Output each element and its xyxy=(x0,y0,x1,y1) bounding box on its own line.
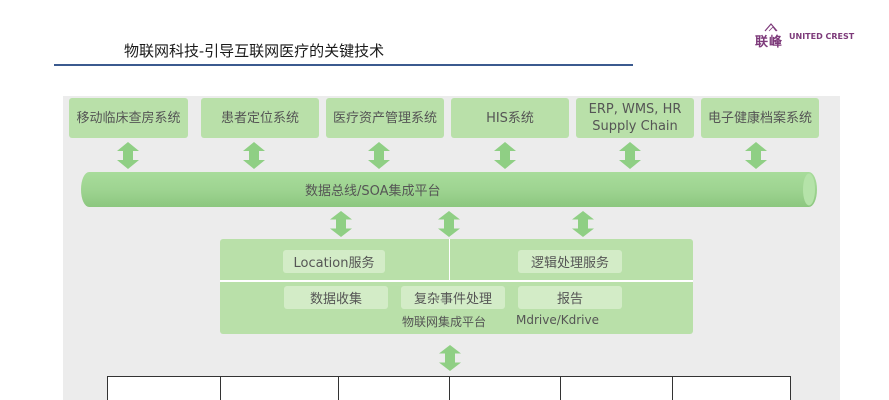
report-box: 报告 xyxy=(518,286,622,309)
double-arrow-icon xyxy=(438,211,460,237)
system-label: 移动临床查房系统 xyxy=(76,110,181,126)
platform-name-label: 物联网集成平台 xyxy=(402,315,487,329)
device-layer-cell xyxy=(221,377,339,400)
platform-driver-label: Mdrive/Kdrive xyxy=(516,313,600,327)
data-bus-label: 数据总线/SOA集成平台 xyxy=(305,184,441,199)
platform-divider-vertical xyxy=(449,239,450,280)
double-arrow-icon xyxy=(330,211,352,237)
system-box-erp: ERP, WMS, HR Supply Chain xyxy=(576,98,694,138)
system-label: 医疗资产管理系统 xyxy=(332,110,437,126)
location-service-box: Location服务 xyxy=(283,250,385,273)
company-logo: 联峰 UNITED CREST xyxy=(753,22,855,52)
logo-mountain-icon xyxy=(764,23,778,32)
double-arrow-icon xyxy=(368,142,390,169)
data-collection-box: 数据收集 xyxy=(284,286,388,309)
event-processing-box: 复杂事件处理 xyxy=(401,286,505,309)
device-layer-cell xyxy=(561,377,673,400)
data-bus-cylinder xyxy=(81,172,817,207)
system-box-his: HIS系统 xyxy=(451,98,569,138)
double-arrow-icon xyxy=(243,142,265,169)
system-box-asset-management: 医疗资产管理系统 xyxy=(326,98,444,138)
system-box-mobile-rounds: 移动临床查房系统 xyxy=(69,98,188,138)
double-arrow-icon xyxy=(494,142,516,169)
logo-chinese-text: 联峰 xyxy=(755,35,784,50)
double-arrow-icon xyxy=(572,211,594,237)
slide-title: 物联网科技-引导互联网医疗的关键技术 xyxy=(124,42,385,60)
system-box-ehr: 电子健康档案系统 xyxy=(701,98,819,138)
device-layer-cell xyxy=(108,377,221,400)
logic-service-box: 逻辑处理服务 xyxy=(518,250,622,273)
device-layer-cell xyxy=(673,377,790,400)
title-rule xyxy=(54,64,633,66)
double-arrow-icon xyxy=(117,142,139,169)
double-arrow-icon xyxy=(745,142,767,169)
double-arrow-icon xyxy=(439,345,461,371)
platform-divider-horizontal xyxy=(220,280,693,282)
double-arrow-icon xyxy=(619,142,641,169)
logo-english-text: UNITED CREST xyxy=(789,32,855,41)
device-layer-row xyxy=(107,376,791,400)
system-label: 电子健康档案系统 xyxy=(707,110,812,126)
system-label: ERP, WMS, HR Supply Chain xyxy=(588,102,682,134)
system-label: 患者定位系统 xyxy=(220,110,299,126)
device-layer-cell xyxy=(339,377,450,400)
system-box-patient-location: 患者定位系统 xyxy=(201,98,319,138)
system-label: HIS系统 xyxy=(486,110,534,126)
device-layer-cell xyxy=(450,377,561,400)
